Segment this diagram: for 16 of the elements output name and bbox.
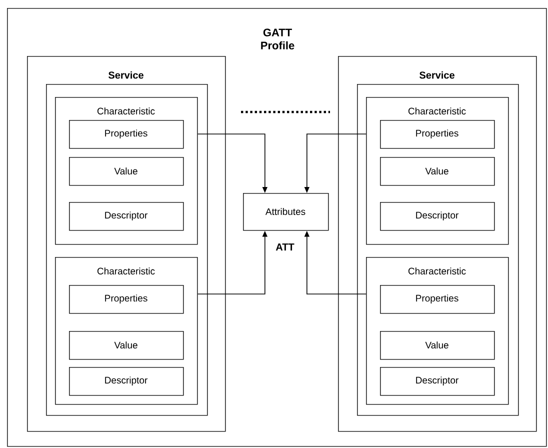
attribute-box: Properties xyxy=(380,285,495,314)
attribute-box: Properties xyxy=(69,285,184,314)
attribute-box: Value xyxy=(69,331,184,360)
service-inner-box xyxy=(357,84,519,416)
attribute-box: Properties xyxy=(69,120,184,149)
attribute-box: Descriptor xyxy=(380,202,495,231)
attribute-box: Value xyxy=(380,157,495,186)
attribute-box: Descriptor xyxy=(69,202,184,231)
service-inner-box xyxy=(46,84,208,416)
attribute-box: Properties xyxy=(380,120,495,149)
attribute-box: Value xyxy=(380,331,495,360)
attribute-box: Value xyxy=(69,157,184,186)
attribute-box: Descriptor xyxy=(69,367,184,396)
attribute-box: Descriptor xyxy=(380,367,495,396)
protocol-label: ATT xyxy=(276,244,294,250)
attributes-box: Attributes xyxy=(243,193,329,231)
